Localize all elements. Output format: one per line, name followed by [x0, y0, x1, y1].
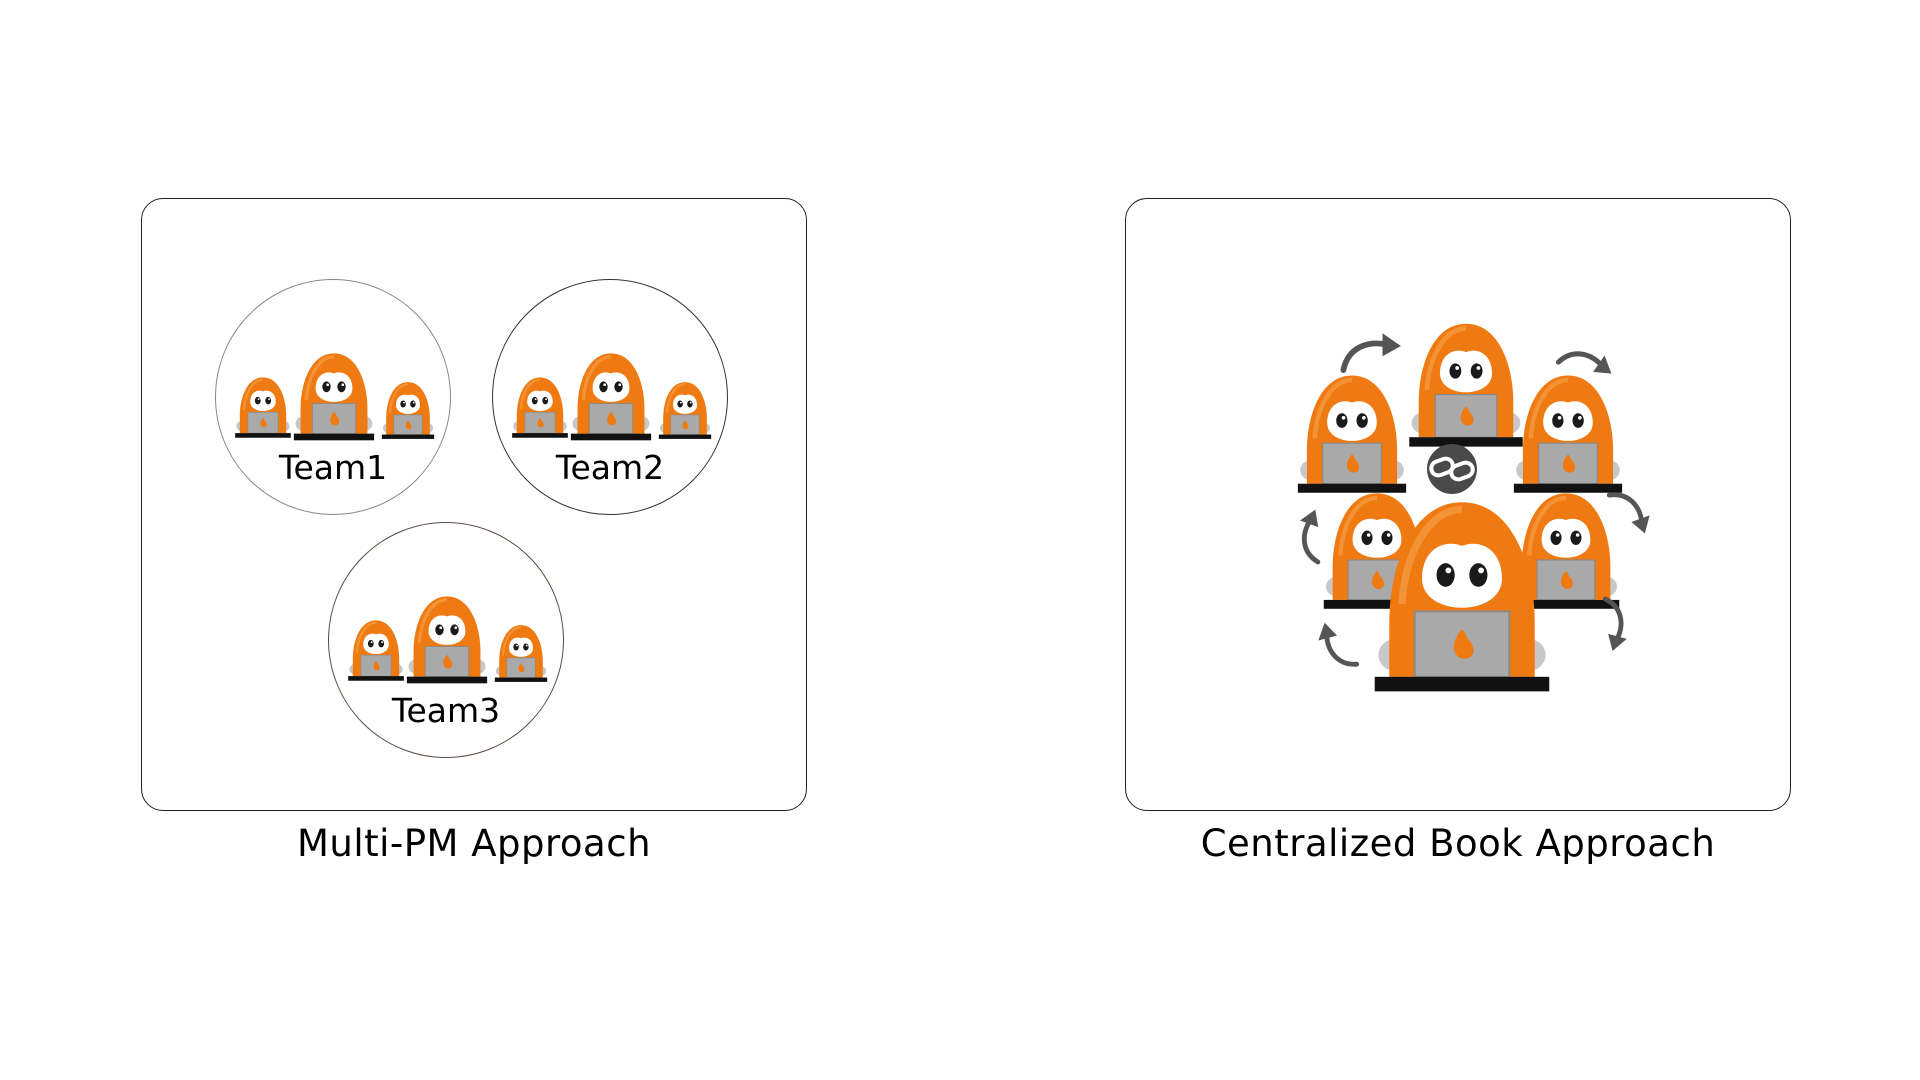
team-circle-1: Team1	[215, 279, 451, 515]
team-label: Team3	[391, 691, 501, 730]
mascot-icon	[1514, 376, 1622, 493]
team-circle-3: Team3	[328, 522, 564, 758]
team-label: Team1	[278, 448, 388, 487]
multi-pm-panel: Team1 Team2 Team3	[141, 198, 807, 811]
team-label: Team2	[555, 448, 665, 487]
team-circle-2: Team2	[492, 279, 728, 515]
link-icon	[1427, 444, 1477, 494]
multi-pm-caption: Multi-PM Approach	[296, 822, 652, 865]
mascot-icon	[1298, 376, 1406, 493]
centralized-team-diagram	[1126, 199, 1792, 812]
mascot-icon	[1409, 324, 1522, 447]
centralized-book-panel	[1125, 198, 1791, 811]
centralized-book-caption: Centralized Book Approach	[1200, 822, 1716, 865]
